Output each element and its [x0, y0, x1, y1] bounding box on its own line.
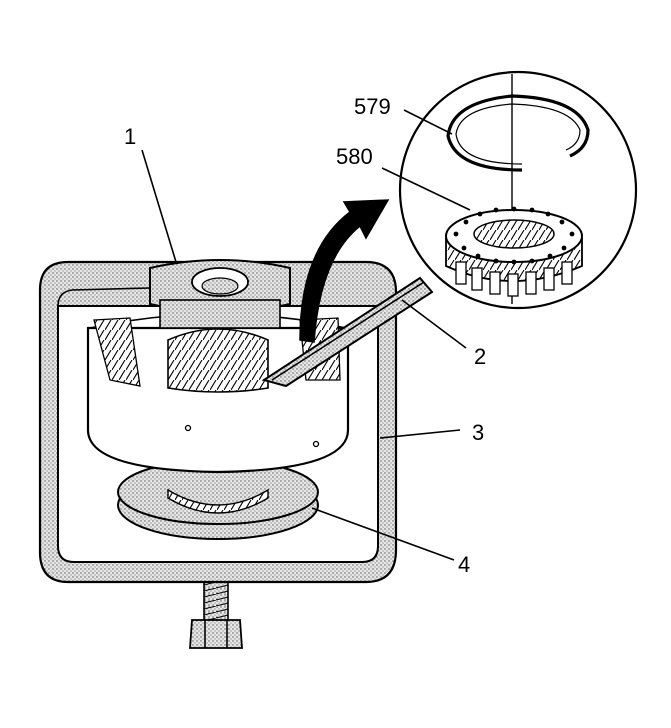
spring-assembly [445, 206, 583, 297]
callout-580: 580 [336, 144, 373, 169]
callout-4: 4 [458, 552, 470, 577]
callout-579: 579 [354, 94, 391, 119]
spring-coils [455, 261, 573, 297]
snap-ring [446, 94, 590, 172]
lower-plate [117, 459, 319, 540]
removal-arrow-icon [299, 199, 390, 343]
leader-lines [141, 109, 471, 561]
callout-3: 3 [472, 420, 484, 445]
detail-view [398, 70, 638, 310]
callout-1: 1 [124, 124, 136, 149]
callout-2: 2 [474, 344, 486, 369]
screwdriver [261, 276, 434, 388]
spring-holes [453, 206, 575, 265]
top-press-plate [149, 259, 291, 329]
